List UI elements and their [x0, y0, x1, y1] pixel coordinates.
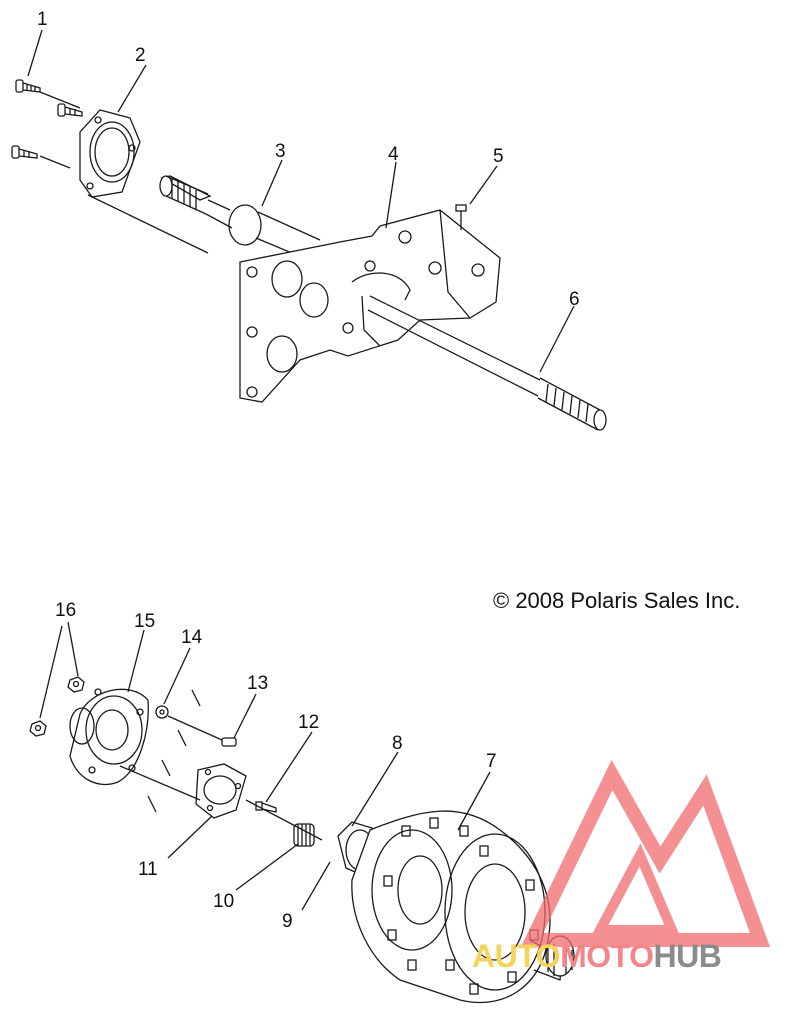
bolt-12: [255, 801, 277, 813]
watermark-text-moto: MOTO: [560, 938, 654, 974]
callout-4: 4: [388, 144, 399, 165]
watermark-text-auto: AUTO: [472, 938, 561, 974]
callout-9: 9: [282, 911, 293, 932]
small-gear: [293, 823, 315, 847]
callout-1: 1: [37, 9, 48, 30]
bolt-upper-3: [11, 145, 38, 159]
callout-13: 13: [247, 673, 269, 694]
nut-16-top: [67, 676, 85, 693]
callout-3: 3: [275, 141, 286, 162]
seal-plate: [195, 763, 247, 819]
callout-7: 7: [486, 751, 497, 772]
callout-16: 16: [55, 600, 77, 621]
callout-11: 11: [138, 859, 158, 880]
bearing-flange: [79, 109, 141, 198]
long-shaft: [367, 295, 607, 431]
copyright-notice: © 2008 Polaris Sales Inc.: [493, 588, 741, 613]
upper-shaft: [159, 175, 321, 265]
hub-flange: [69, 688, 149, 786]
callout-5: 5: [493, 146, 504, 167]
leader-lines-lower: [39, 621, 491, 911]
callout-8: 8: [392, 733, 403, 754]
callout-14: 14: [181, 627, 203, 648]
alignment-lines: [39, 91, 209, 254]
bolt-upper-1: [15, 79, 41, 93]
callout-15: 15: [134, 611, 156, 632]
pin-5: [455, 204, 467, 230]
drive-sprocket-assembly: [337, 810, 575, 1004]
leader-lines-upper: [27, 29, 575, 373]
alignment-lines-lower: [119, 689, 323, 841]
mounting-plate: [239, 209, 501, 403]
watermark-text: AUTOMOTOHUB: [472, 938, 722, 975]
washer-14: [155, 705, 169, 719]
callout-10: 10: [213, 891, 235, 912]
bolt-upper-2: [57, 103, 83, 117]
watermark-text-hub: HUB: [653, 938, 722, 974]
callout-12: 12: [298, 712, 320, 733]
callout-2: 2: [135, 45, 146, 66]
nut-16-bottom: [29, 720, 47, 737]
callout-6: 6: [569, 289, 580, 310]
watermark-logo: [520, 759, 771, 947]
pin-13: [221, 737, 237, 747]
